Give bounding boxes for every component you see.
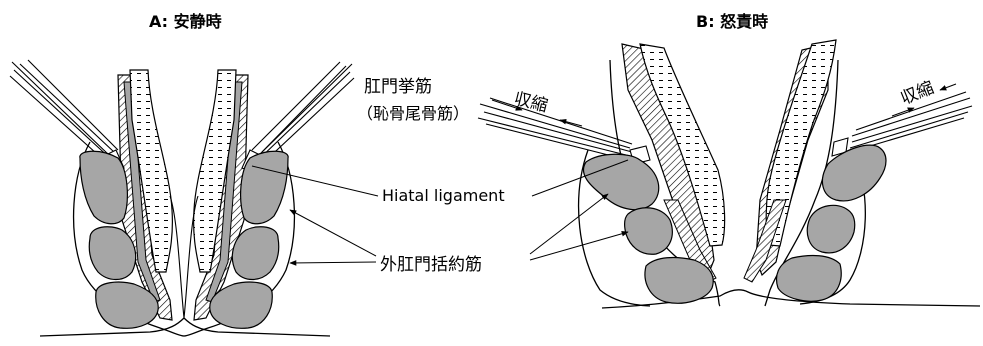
levator-fibers-left-a (10, 60, 118, 162)
panel-b-title: B: 怒責時 (696, 8, 768, 32)
external-sphincter-label: 外肛門括約筋 (380, 250, 482, 275)
levator-sub-label: （恥骨尾骨筋） (357, 100, 469, 124)
sphincter-subcut-left-b (645, 258, 713, 304)
panel-a-illustration (10, 60, 354, 336)
sphincter-superficial-right-b (807, 205, 854, 253)
sphincter-deep-left-a (80, 151, 128, 224)
levator-label: 肛門挙筋 (364, 72, 432, 97)
levator-fibers-right-a (252, 62, 354, 164)
hiatal-ligament-label: Hiatal ligament (382, 186, 505, 205)
sphincter-subcut-right-b (777, 256, 842, 302)
sphincter-superficial-left-b (625, 208, 673, 255)
levator-fibers-left-b (478, 98, 632, 160)
sphincter-deep-right-a (241, 151, 289, 224)
panel-b-illustration (478, 40, 980, 308)
panel-a-title: A: 安静時 (149, 8, 222, 32)
